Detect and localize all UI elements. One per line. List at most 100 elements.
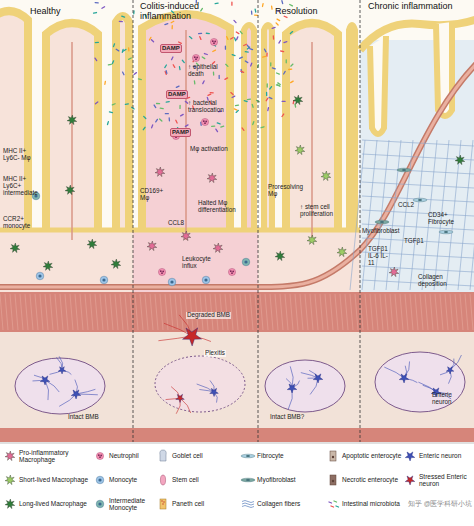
- art-line: [280, 294, 283, 330]
- fibroblast: [397, 168, 411, 172]
- nucleus: [444, 231, 448, 233]
- collagen-fiber: [362, 140, 474, 146]
- bacterium: [221, 125, 224, 127]
- art-line: [310, 294, 313, 330]
- nucleus: [246, 455, 250, 457]
- villus: [264, 25, 272, 240]
- bacterium: [277, 73, 280, 74]
- bacterium: [331, 506, 334, 507]
- bacterium: [267, 84, 268, 87]
- cell: [213, 243, 223, 253]
- nucleus-lobe: [213, 42, 215, 44]
- art-line: [285, 294, 288, 330]
- cell: [293, 95, 303, 105]
- bacterium: [152, 125, 153, 128]
- muscle-layer: [0, 292, 474, 332]
- bacterium: [199, 33, 202, 35]
- art-line: [90, 294, 93, 330]
- cell: [36, 272, 44, 280]
- cell: [307, 235, 317, 245]
- bacterium: [276, 23, 278, 25]
- bacterium: [102, 7, 105, 9]
- macrophage: [43, 261, 53, 271]
- legend-label: Monocyte: [109, 470, 165, 490]
- panel-heading: Healthy: [30, 7, 61, 17]
- bacterium: [276, 84, 279, 86]
- art-line: [390, 294, 393, 330]
- art-line: [315, 294, 318, 330]
- collagen-fiber: [410, 140, 425, 290]
- bacterium: [244, 100, 247, 102]
- cell: [192, 54, 199, 61]
- fibroblast: [413, 198, 427, 202]
- enteric-neuron: [286, 366, 299, 409]
- bacterium: [272, 67, 275, 69]
- nucleus-lobe: [231, 272, 233, 274]
- legend-icon: [96, 500, 104, 508]
- neuron: [210, 388, 219, 396]
- enteric-neuron: [158, 315, 211, 346]
- art-line: [300, 294, 303, 330]
- legend-icon: [160, 475, 165, 485]
- macrophage: [5, 499, 15, 509]
- muscle-layer: [0, 428, 474, 442]
- neutrophil: [158, 268, 165, 275]
- art-line: [95, 294, 98, 330]
- bacterium: [151, 40, 153, 42]
- lumen-background: [0, 0, 474, 442]
- macrophage: [213, 243, 223, 253]
- neutrophil: [201, 118, 208, 125]
- macrophage: [67, 115, 77, 125]
- art-line: [155, 294, 158, 330]
- bacterium: [266, 92, 267, 95]
- art-line: [55, 294, 58, 330]
- bacterium: [270, 87, 272, 89]
- art-line: [270, 294, 273, 330]
- panel-heading: Chronic inflammation: [368, 2, 468, 12]
- nucleus-lobe: [230, 270, 232, 272]
- bacterium: [123, 72, 124, 75]
- legend-icon: [242, 501, 254, 508]
- art-line: [320, 294, 323, 330]
- neurite: [384, 367, 404, 378]
- art-line: [450, 294, 453, 330]
- legend-label: Fibrocyte: [257, 446, 327, 466]
- macrophage: [321, 171, 331, 181]
- art-line: [135, 294, 138, 330]
- collagen-fiber: [362, 182, 474, 188]
- bacterium: [182, 60, 184, 62]
- bacterium: [245, 51, 248, 53]
- bacterium: [179, 105, 180, 108]
- bacterium: [282, 114, 284, 116]
- neurite: [310, 378, 318, 394]
- bacterium: [169, 118, 171, 121]
- macrophage: [111, 259, 121, 269]
- art-line: [350, 294, 353, 330]
- annotation-label: ↑ bacterial translocation: [188, 100, 230, 114]
- bacterium: [201, 8, 203, 10]
- macrophage: [293, 95, 303, 105]
- nucleus: [402, 169, 406, 171]
- bacterium: [213, 50, 216, 51]
- art-line: [295, 294, 298, 330]
- lamina-propria: [133, 232, 258, 292]
- art-line: [260, 294, 263, 330]
- bacterium: [291, 64, 293, 66]
- neuron: [183, 328, 202, 346]
- annotation-label: Degraded BMB: [186, 312, 231, 319]
- legend-icon: [5, 451, 15, 461]
- neuron: [58, 367, 66, 374]
- annotation-label: Collagen deposition: [418, 274, 468, 288]
- neuron: [313, 374, 323, 383]
- bacterium: [165, 65, 167, 68]
- cell: [158, 268, 165, 275]
- bacterium: [194, 81, 196, 84]
- macrophage: [207, 173, 217, 183]
- nucleus-lobe: [232, 271, 234, 273]
- nucleus: [246, 479, 250, 481]
- bacterium: [286, 60, 287, 63]
- legend-icon: [160, 450, 166, 461]
- bacterium: [123, 49, 126, 51]
- art-line: [60, 294, 63, 330]
- cell: [65, 185, 75, 195]
